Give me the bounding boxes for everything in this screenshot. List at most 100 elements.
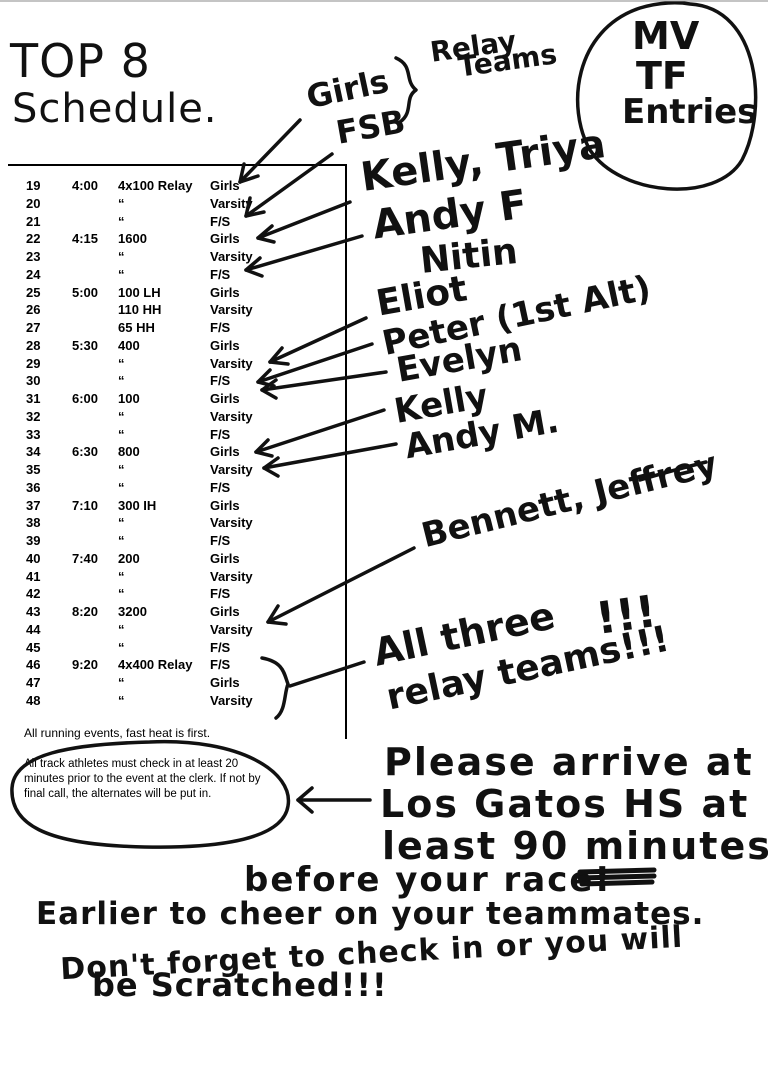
- arrow-andy-m: [262, 442, 398, 470]
- event-number: 20: [26, 195, 41, 211]
- check-in-oval: [10, 739, 291, 849]
- event-division: Varsity: [210, 621, 253, 637]
- schedule-row: 44“Varsity: [8, 622, 346, 639]
- event-name: “: [118, 408, 125, 424]
- event-number: 19: [26, 178, 41, 193]
- event-number: 28: [26, 337, 41, 353]
- event-number: 24: [26, 266, 41, 282]
- arrow-kelly-triya-head: [256, 224, 276, 244]
- event-name: 110 HH: [118, 302, 162, 318]
- event-name: “: [118, 195, 125, 211]
- event-division: F/S: [210, 639, 231, 655]
- event-name: 400: [118, 337, 140, 353]
- event-time: 8:20: [72, 604, 99, 619]
- event-division: F/S: [210, 266, 231, 282]
- event-number: 27: [26, 320, 41, 335]
- schedule-row: 29“Varsity: [8, 356, 346, 373]
- event-name: 4x400 Relay: [118, 657, 193, 673]
- schedule-row: 21“F/S: [8, 214, 346, 231]
- event-time: 6:00: [72, 391, 99, 406]
- schedule-row: 24“F/S: [8, 267, 346, 284]
- schedule-row: 47“Girls: [8, 675, 346, 692]
- event-number: 36: [26, 479, 41, 495]
- event-division: Girls: [210, 444, 240, 460]
- arrow-fsb-head: [244, 196, 266, 218]
- event-number: 48: [26, 692, 41, 708]
- event-number: 40: [26, 550, 41, 566]
- event-division: Varsity: [210, 195, 253, 211]
- arrow-evelyn: [260, 370, 388, 392]
- event-division: F/S: [210, 320, 231, 335]
- scribble: [577, 867, 657, 887]
- arrow-all-three: [288, 660, 366, 688]
- event-name: 800: [118, 444, 140, 460]
- schedule-row: 33“F/S: [8, 427, 346, 444]
- event-number: 35: [26, 462, 41, 477]
- event-name: 1600: [118, 231, 147, 247]
- arrow-girls: [238, 118, 302, 184]
- event-division: F/S: [210, 479, 231, 495]
- fast-heat-note: All running events, fast heat is first.: [24, 726, 211, 740]
- arrow-eliot-head: [268, 346, 290, 366]
- event-name: 100: [118, 391, 140, 406]
- event-number: 39: [26, 533, 41, 548]
- event-division: Girls: [210, 231, 240, 247]
- event-division: F/S: [210, 657, 231, 673]
- entries-circle-ring: [575, 1, 758, 191]
- schedule-row: 30“F/S: [8, 373, 346, 390]
- arrow-bennett-jeffrey: [266, 546, 416, 624]
- event-name: “: [118, 373, 125, 389]
- event-division: Girls: [210, 391, 240, 406]
- event-division: Girls: [210, 337, 240, 353]
- arrival-line2: Los Gatos HS at: [380, 782, 750, 826]
- title-line2: Schedule.: [12, 86, 218, 132]
- event-division: F/S: [210, 586, 231, 602]
- relay-4x400-brace: [260, 656, 290, 720]
- event-name: 65 HH: [118, 320, 155, 335]
- schedule-row: 38“Varsity: [8, 515, 346, 532]
- event-division: F/S: [210, 373, 231, 389]
- arrival-line3: least 90 minutes: [382, 824, 768, 868]
- event-number: 45: [26, 639, 41, 655]
- event-number: 42: [26, 586, 41, 602]
- arrow-fsb: [244, 152, 334, 218]
- event-division: Girls: [210, 604, 240, 619]
- arrow-andy-f: [244, 234, 364, 272]
- footer-line3: be Scratched!!!: [92, 966, 388, 1004]
- event-division: Varsity: [210, 355, 253, 371]
- event-name: 100 LH: [118, 284, 161, 300]
- arrow-eliot: [268, 316, 368, 364]
- schedule-row: 27 65 HH F/S: [8, 320, 346, 337]
- event-time: 7:40: [72, 550, 99, 566]
- event-name: “: [118, 586, 125, 602]
- event-name: 300 IH: [118, 497, 157, 513]
- event-time: 4:00: [72, 178, 99, 193]
- event-name: “: [118, 568, 125, 584]
- arrival-line4: before your race!: [244, 860, 612, 900]
- schedule-row: 20 “ Varsity: [8, 196, 346, 213]
- event-time: 7:10: [72, 497, 99, 513]
- event-number: 21: [26, 213, 41, 229]
- event-number: 44: [26, 621, 41, 637]
- event-time: 4:15: [72, 231, 99, 247]
- entries-line3: Entries: [622, 92, 758, 132]
- schedule-row: 48“Varsity: [8, 693, 346, 710]
- event-division: Varsity: [210, 515, 253, 531]
- event-division: Varsity: [210, 408, 253, 424]
- event-division: Girls: [210, 675, 240, 690]
- event-name: 3200: [118, 604, 147, 619]
- arrow-kelly-head: [254, 438, 274, 458]
- event-name: “: [118, 479, 125, 495]
- arrow-andy-m-head: [262, 456, 280, 478]
- event-division: Girls: [210, 284, 240, 300]
